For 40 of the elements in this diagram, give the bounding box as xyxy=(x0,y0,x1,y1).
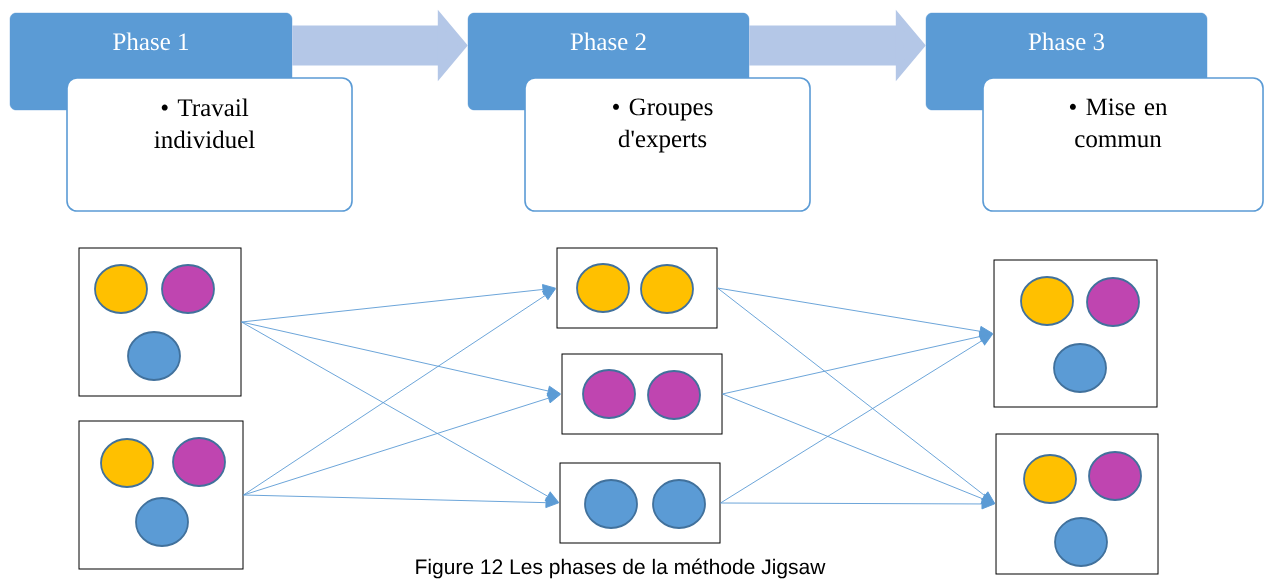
bullet-box: • Travail individuel xyxy=(66,77,353,212)
arrow xyxy=(722,331,993,395)
student-circle xyxy=(576,263,630,313)
student-circle xyxy=(1023,454,1077,504)
arrow xyxy=(243,392,561,496)
student-circle xyxy=(640,264,694,314)
arrow xyxy=(241,321,559,503)
arrow xyxy=(722,393,995,504)
student-circle xyxy=(1053,343,1107,393)
student-circle xyxy=(94,264,148,314)
group-box xyxy=(78,420,244,570)
group-box xyxy=(995,433,1159,575)
student-circle xyxy=(1088,451,1142,501)
bullet-box: • Mise en commun xyxy=(982,77,1264,212)
group-box xyxy=(556,247,718,329)
student-circle xyxy=(1054,517,1108,567)
student-circle xyxy=(1086,277,1140,327)
student-circle xyxy=(652,479,706,529)
arrow xyxy=(243,494,559,509)
group-box xyxy=(993,259,1158,408)
student-circle xyxy=(127,331,181,381)
arrow xyxy=(717,287,995,504)
arrow xyxy=(241,284,556,323)
student-circle xyxy=(584,479,638,529)
student-circle xyxy=(135,497,189,547)
group-box xyxy=(559,462,721,544)
student-circle xyxy=(647,370,701,420)
group-box xyxy=(561,353,723,435)
student-circle xyxy=(161,264,215,314)
arrow xyxy=(241,321,561,397)
arrow xyxy=(720,498,995,510)
student-circle xyxy=(172,437,226,487)
group-box xyxy=(78,247,242,397)
arrow xyxy=(720,333,993,504)
student-circle xyxy=(1020,276,1074,326)
caption: Figure 12 Les phases de la méthode Jigsaw xyxy=(416,558,826,579)
arrow xyxy=(243,288,556,496)
student-circle xyxy=(582,369,636,419)
student-circle xyxy=(100,438,154,488)
bullet-box: • Groupes d'experts xyxy=(524,77,811,212)
